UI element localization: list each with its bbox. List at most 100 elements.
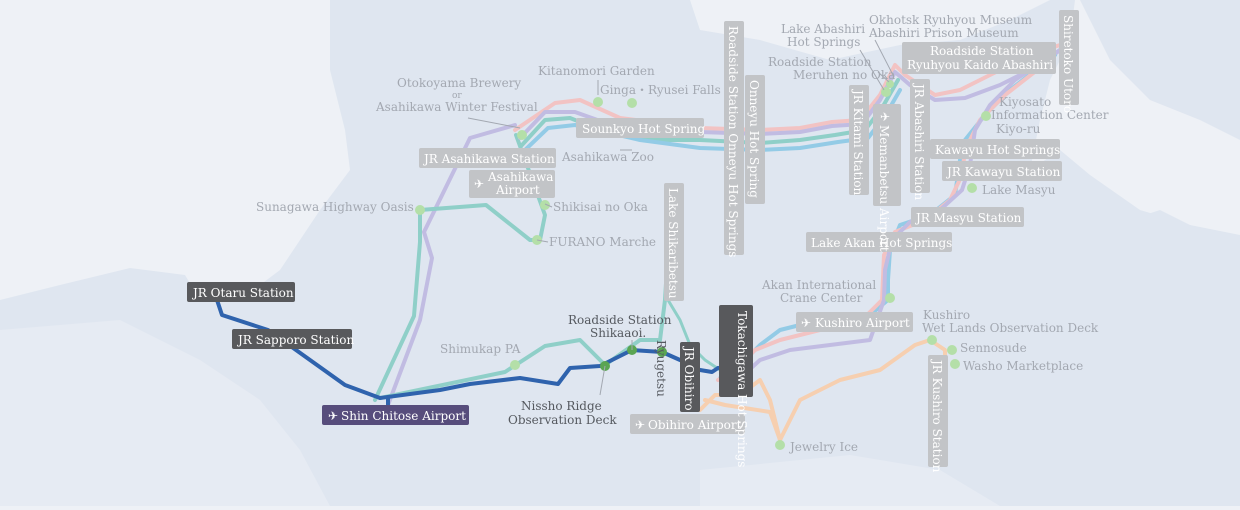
stop-dot-icon — [540, 200, 550, 210]
label-ryuhyou-2: Ryuhyou Kaido Abashiri — [907, 58, 1053, 72]
label-otaru: JR Otaru Station — [191, 286, 294, 300]
label-box-memanbetsu — [873, 104, 901, 206]
label-lake-shikaribetsu: Lake Shikaribetsu — [666, 188, 680, 299]
label-box-kawayu-hot — [930, 139, 1060, 159]
label-kiyosato-2: Information Center — [991, 108, 1109, 122]
label-meruhen-2: Meruhen no Oka — [793, 68, 895, 82]
label-akan-crane-1: Akan International — [761, 278, 876, 292]
airplane-icon: ✈ — [635, 418, 645, 432]
label-obihiro-station: JR Obihiro — [682, 345, 696, 411]
label-shikaoi-1: Roadside Station — [568, 313, 672, 327]
label-box-asahikawa-airport — [469, 170, 555, 198]
label-masyu-station: JR Masyu Station — [914, 211, 1022, 225]
label-box-kitami — [849, 85, 869, 195]
label-shimukap: Shimukap PA — [440, 342, 521, 356]
label-box-shiretoko — [1059, 10, 1079, 105]
label-box-kushiro-airport — [796, 312, 913, 332]
label-ginga: Ginga・Ryusei Falls — [600, 83, 721, 97]
label-furano: FURANO Marche — [549, 235, 656, 249]
stop-dot-icon — [886, 80, 894, 88]
label-akan-crane-2: Crane Center — [780, 291, 863, 305]
label-obihiro-airport: Obihiro Airport — [648, 418, 742, 432]
label-onneyu-roadside: Roadside Station Onneyu Hot Springs — [726, 26, 740, 257]
label-box-asahikawa-station — [419, 148, 556, 168]
label-ryuhyou-1: Roadside Station — [930, 44, 1034, 58]
label-kitami: JR Kitami Station — [851, 88, 865, 196]
label-tokachigawa: Tokachigawa Hot Springs — [735, 311, 749, 467]
label-kiyosato-1: Kiyosato — [999, 95, 1051, 109]
label-washo: Washo Marketplace — [963, 359, 1083, 373]
label-box-otaru — [187, 282, 295, 302]
label-nissho-2: Observation Deck — [508, 413, 617, 427]
label-lake-akan: Lake Akan Hot Springs — [811, 236, 952, 250]
label-box-kushiro-station — [928, 355, 948, 467]
label-shikisai: Shikisai no Oka — [553, 200, 648, 214]
label-sapporo: JR Sapporo Station — [236, 333, 354, 347]
label-memanbetsu: Memanbetsu Airport — [877, 125, 891, 252]
route-teal-west — [373, 133, 547, 402]
stop-dot-icon — [885, 293, 895, 303]
stop-dot-icon — [967, 183, 977, 193]
stop-dot-icon — [415, 205, 425, 215]
stop-dot-icon — [627, 98, 637, 108]
stop-dot-icon — [927, 335, 937, 345]
label-prison: Abashiri Prison Museum — [868, 26, 1019, 40]
label-lake-abashiri-2: Hot Springs — [787, 35, 860, 49]
label-kawayu-station: JR Kawayu Station — [945, 165, 1061, 179]
label-okhotsk: Okhotsk Ryuhyou Museum — [869, 13, 1033, 27]
stop-dot-icon — [510, 360, 520, 370]
label-meruhen-1: Roadside Station — [768, 55, 872, 69]
label-box-abashiri — [910, 79, 930, 193]
label-otokoyama: Otokoyama Brewery — [397, 76, 521, 90]
label-box-sounkyo — [576, 118, 704, 138]
label-ryugetsu: Ryugetsu — [654, 340, 668, 397]
label-box-obihiro-station — [680, 342, 700, 412]
label-box-onneyu-hot — [745, 75, 765, 204]
label-or: or — [452, 91, 462, 101]
label-box-onneyu-roadside — [724, 21, 744, 255]
label-nissho-1: Nissho Ridge — [521, 399, 602, 413]
airplane-icon: ✈ — [328, 409, 338, 423]
label-lake-abashiri-1: Lake Abashiri — [781, 22, 865, 36]
label-shikaoi-2: Shikaaoi. — [590, 326, 646, 340]
airplane-icon: ✈ — [880, 110, 890, 124]
label-lake-masyu: Lake Masyu — [982, 183, 1056, 197]
label-box-sapporo — [232, 329, 352, 349]
stop-dot-icon — [657, 347, 667, 357]
stop-dot-icon — [981, 111, 991, 121]
label-kiyosato-3: Kiyo-ru — [996, 122, 1041, 136]
coast-tint — [0, 320, 1000, 506]
label-box-lake-akan — [806, 232, 952, 252]
airplane-icon: ✈ — [474, 177, 484, 191]
label-asahikawa-airport-2: Airport — [495, 183, 540, 197]
label-box-tokachigawa — [719, 305, 753, 397]
label-kushiro-wet-1: Kushiro — [923, 308, 970, 322]
label-onneyu-hot: Onneyu Hot Spring — [747, 80, 761, 198]
label-kushiro-airport: Kushiro Airport — [815, 316, 910, 330]
stop-dot-icon — [593, 97, 603, 107]
label-kushiro-wet-2: Wet Lands Observation Deck — [922, 321, 1099, 335]
airplane-icon: ✈ — [801, 316, 811, 330]
stop-dot-icon — [517, 130, 527, 140]
label-sennosude: Sennosude — [960, 341, 1027, 355]
label-box-kawayu-station — [942, 161, 1062, 181]
stop-dot-icon — [950, 359, 960, 369]
label-box-ryuhyou — [902, 42, 1056, 74]
route-peach-south-2 — [703, 398, 782, 442]
label-box-masyu — [911, 207, 1024, 227]
stop-dot-icon — [947, 345, 957, 355]
label-shiretoko: Shiretoko Utoro — [1061, 15, 1075, 113]
stop-dot-icon — [775, 440, 785, 450]
label-asahikawa-station: JR Asahikawa Station — [422, 152, 555, 166]
label-kushiro-station: JR Kushiro Station — [930, 358, 944, 473]
label-kitanomori: Kitanomori Garden — [538, 64, 655, 78]
label-sounkyo: Sounkyo Hot Spring — [582, 122, 706, 136]
leader-lines — [467, 39, 894, 396]
label-jewelry-ice: Jewelry Ice — [788, 440, 858, 454]
label-abashiri-station: JR Abashiri Station — [912, 82, 926, 200]
label-asahikawa-airport-1: Asahikawa — [487, 170, 553, 184]
label-asahikawa-zoo: Asahikawa Zoo — [561, 150, 654, 164]
label-box-obihiro-airport — [630, 414, 745, 434]
route-lilac-west — [386, 123, 517, 407]
